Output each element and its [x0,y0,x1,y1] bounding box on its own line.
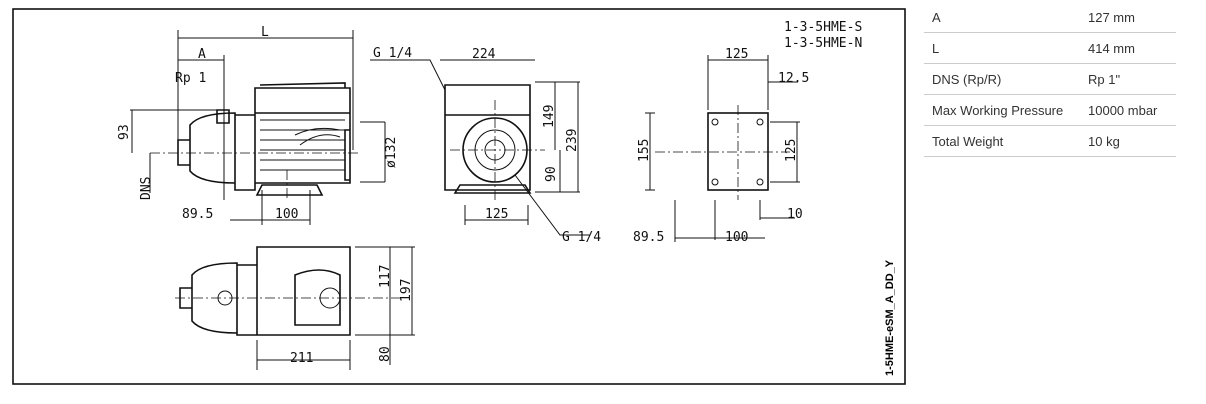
dim-211: 211 [290,351,313,366]
spec-label: Total Weight [924,125,1088,157]
dim-12-5: 12.5 [778,71,809,86]
top-view: 117 197 80 211 [175,246,415,370]
dim-10: 10 [787,207,803,222]
dim-base-125: 125 [725,47,748,62]
dim-base-89-5: 89.5 [633,230,664,245]
drawing-frame [12,8,906,385]
dim-rp: Rp 1 [175,71,206,86]
dim-base-h125: 125 [784,139,799,162]
base-view: 125 12.5 155 125 89.5 100 10 [633,47,809,245]
dim-197: 197 [399,279,414,302]
spec-label: DNS (Rp/R) [924,63,1088,95]
dim-base-100: 100 [725,230,748,245]
dim-239: 239 [565,129,580,152]
model-label-s: 1-3-5HME-S [784,20,862,35]
pump-dimension-drawing: 1-3-5HME-S 1-3-5HME-N 1-5HME-eSM_A_DD_Y … [12,8,906,385]
dim-89-5: 89.5 [182,207,213,222]
dim-dns: DNS [139,177,154,200]
dim-149: 149 [542,105,557,128]
spec-value: Rp 1" [1088,63,1176,95]
model-label-n: 1-3-5HME-N [784,36,862,51]
dim-224: 224 [472,47,496,62]
side-view: L A Rp 1 93 DNS 89.5 100 ø132 [117,25,399,225]
spec-value: 414 mm [1088,32,1176,64]
dim-g14-bottom: G 1/4 [562,230,601,245]
spec-label: L [924,32,1088,64]
dim-100: 100 [275,207,298,222]
spec-value: 10000 mbar [1088,94,1176,126]
dim-d132: ø132 [384,137,399,168]
dim-80: 80 [378,346,393,362]
dim-g14-top: G 1/4 [373,46,412,61]
dim-125: 125 [485,207,508,222]
dim-117: 117 [378,265,393,288]
dim-93: 93 [117,124,132,140]
dim-L: L [261,25,269,40]
spec-value: 127 mm [1088,2,1176,33]
dim-A: A [198,47,206,62]
spec-label: Max Working Pressure [924,94,1088,126]
dim-155: 155 [637,139,652,162]
dim-90: 90 [544,166,559,182]
spec-label: A [924,2,1088,33]
drawing-code: 1-5HME-eSM_A_DD_Y [884,259,896,376]
spec-value: 10 kg [1088,125,1176,157]
front-view: G 1/4 224 149 239 90 125 G 1/4 [370,46,601,245]
table-row: DNS (Rp/R)Rp 1" [924,63,1176,95]
